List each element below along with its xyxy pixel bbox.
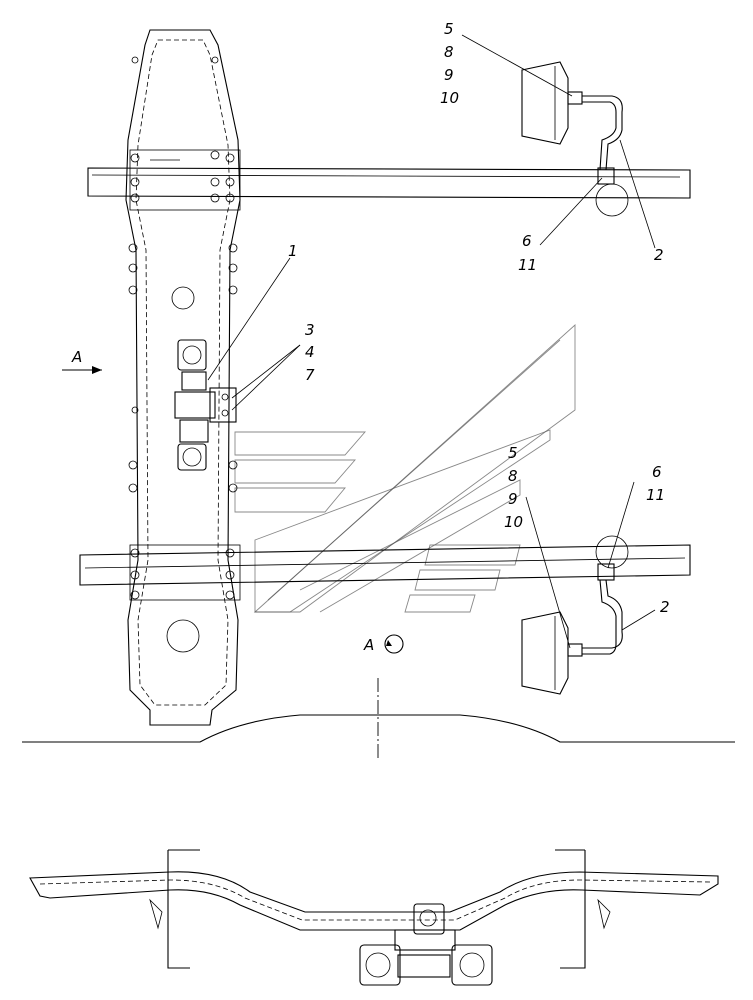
frame-top-view — [79, 29, 691, 726]
callout-1: 1 — [288, 242, 298, 260]
leader-lines — [207, 34, 656, 649]
callout-11-bottom: 11 — [646, 486, 665, 504]
callout-2-top: 2 — [654, 246, 664, 264]
callout-4: 4 — [305, 343, 315, 361]
callout-9-bottom: 9 — [508, 490, 518, 508]
callout-6-bottom: 6 — [652, 463, 662, 481]
view-marker-arrowhead — [386, 640, 392, 646]
frame-holes — [128, 56, 238, 653]
callout-5-top: 5 — [444, 20, 454, 38]
callout-3: 3 — [305, 321, 315, 339]
view-arrow — [62, 366, 102, 374]
watermark-logo — [234, 323, 576, 613]
callout-2-bottom: 2 — [660, 598, 670, 616]
view-marker-label: A — [363, 636, 374, 654]
callout-9-top: 9 — [444, 66, 454, 84]
callout-6-top: 6 — [522, 232, 532, 250]
axle-side-view — [29, 849, 719, 986]
callout-10-top: 10 — [440, 89, 459, 107]
view-label: A — [71, 348, 82, 366]
callout-11-top: 11 — [518, 256, 537, 274]
road-profile — [22, 714, 735, 743]
valve-assembly-top — [174, 339, 237, 471]
callout-8-top: 8 — [444, 43, 454, 61]
view-marker-circle — [384, 634, 404, 654]
callout-7: 7 — [305, 366, 315, 384]
brake-chamber-bottom — [521, 535, 629, 695]
brake-chamber-top — [521, 61, 629, 217]
callout-5-bottom: 5 — [508, 444, 518, 462]
callout-8-bottom: 8 — [508, 467, 518, 485]
callout-10-bottom: 10 — [504, 513, 523, 531]
